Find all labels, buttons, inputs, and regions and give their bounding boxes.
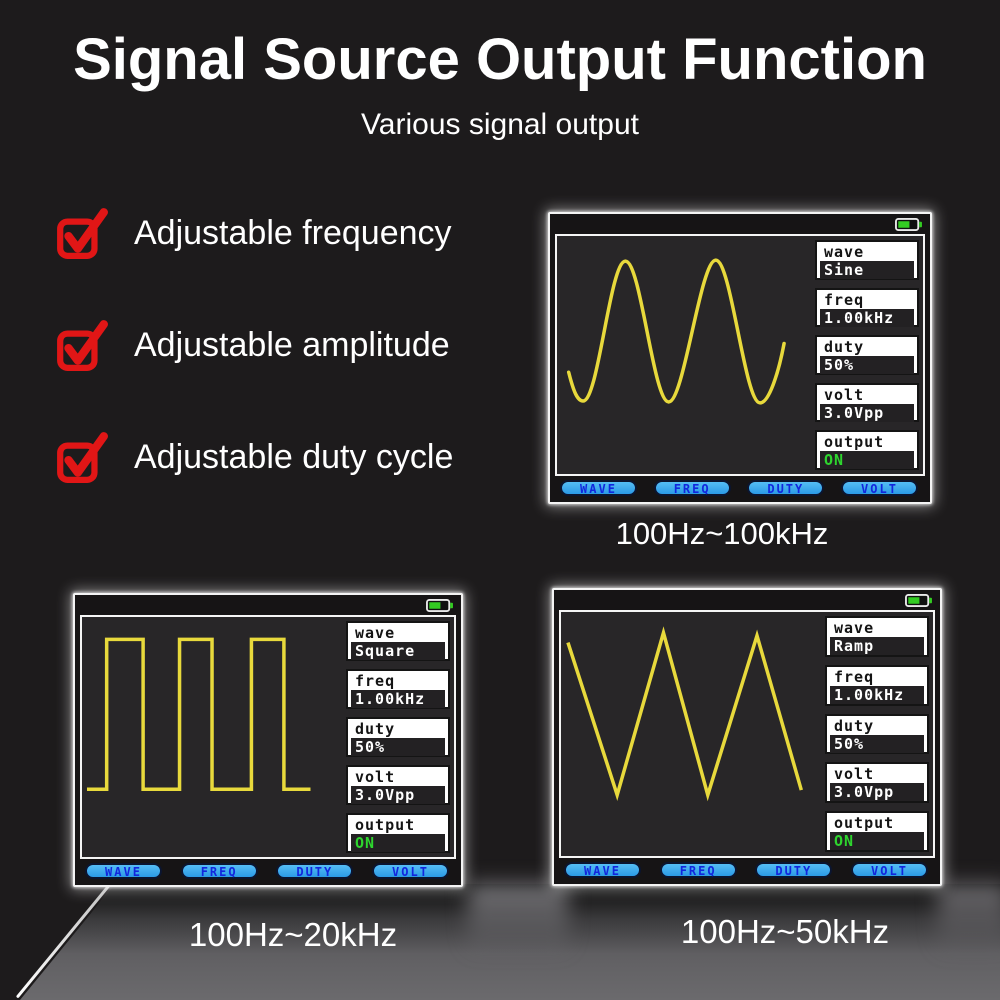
panel-label: freq xyxy=(834,667,875,686)
panel-label: volt xyxy=(355,768,396,786)
panel-value: 3.0Vpp xyxy=(830,783,924,802)
panel-label: duty xyxy=(824,338,865,357)
volt-button[interactable]: VOLT xyxy=(840,480,918,496)
volt-panel: volt 3.0Vpp xyxy=(825,762,929,804)
panel-value: 1.00kHz xyxy=(820,308,914,327)
feature-adjustable-amplitude: Adjustable amplitude xyxy=(56,318,450,372)
output-panel: output ON xyxy=(825,811,929,852)
panel-value: 50% xyxy=(830,734,924,753)
freq-panel: freq 1.00kHz xyxy=(346,669,450,709)
frequency-range-caption: 100Hz~50kHz xyxy=(680,913,890,950)
feature-adjustable-frequency: Adjustable frequency xyxy=(56,206,452,260)
output-status: ON xyxy=(351,834,445,852)
soft-button-row: WAVE FREQ DUTY VOLT xyxy=(564,862,928,880)
panel-value: 3.0Vpp xyxy=(820,403,914,422)
volt-button[interactable]: VOLT xyxy=(850,862,928,878)
duty-panel: duty 50% xyxy=(825,713,929,755)
oscilloscope-display: wave Ramp freq 1.00kHz duty 50% volt 3.0… xyxy=(559,610,935,858)
wave-button[interactable]: WAVE xyxy=(564,862,641,878)
page-title: Signal Source Output Function xyxy=(73,27,927,92)
freq-button[interactable]: FREQ xyxy=(659,862,737,878)
red-checkbox-icon xyxy=(57,432,108,483)
battery-icon xyxy=(905,594,932,607)
floor-highlight-middle xyxy=(468,884,568,954)
frequency-range-caption: 100Hz~20kHz xyxy=(188,916,398,953)
page-subtitle: Various signal output xyxy=(361,108,639,141)
signal-generator-screen-square: wave Square freq 1.00kHz duty 50% volt 3… xyxy=(73,593,463,887)
freq-button[interactable]: FREQ xyxy=(180,863,258,879)
battery-icon xyxy=(426,599,453,612)
sine-wave xyxy=(561,240,811,470)
settings-panel-column: wave Square freq 1.00kHz duty 50% volt 3… xyxy=(346,621,450,853)
volt-panel: volt 3.0Vpp xyxy=(815,382,919,423)
duty-button[interactable]: DUTY xyxy=(276,863,354,879)
red-checkbox-icon xyxy=(57,320,108,371)
duty-button[interactable]: DUTY xyxy=(755,862,833,878)
soft-button-row: WAVE FREQ DUTY VOLT xyxy=(85,863,449,881)
ramp-wave xyxy=(565,616,821,852)
panel-label: wave xyxy=(824,243,865,261)
panel-label: volt xyxy=(834,765,875,784)
settings-panel-column: wave Ramp freq 1.00kHz duty 50% volt 3.0… xyxy=(825,616,929,852)
oscilloscope-display: wave Square freq 1.00kHz duty 50% volt 3… xyxy=(80,615,456,859)
freq-panel: freq 1.00kHz xyxy=(825,664,929,706)
signal-generator-screen-ramp: wave Ramp freq 1.00kHz duty 50% volt 3.0… xyxy=(552,588,942,886)
floor-highlight-right xyxy=(938,884,1000,954)
feature-label: Adjustable amplitude xyxy=(134,325,450,364)
oscilloscope-display: wave Sine freq 1.00kHz duty 50% volt 3.0… xyxy=(555,234,925,476)
wave-panel: wave Sine xyxy=(815,240,919,280)
volt-panel: volt 3.0Vpp xyxy=(346,765,450,805)
square-wave xyxy=(86,621,342,853)
volt-button[interactable]: VOLT xyxy=(371,863,449,879)
feature-label: Adjustable frequency xyxy=(134,213,452,252)
duty-panel: duty 50% xyxy=(815,335,919,375)
panel-label: wave xyxy=(355,624,396,642)
panel-value: 50% xyxy=(351,738,445,756)
freq-button[interactable]: FREQ xyxy=(653,480,731,496)
duty-panel: duty 50% xyxy=(346,717,450,757)
feature-adjustable-duty-cycle: Adjustable duty cycle xyxy=(56,430,453,484)
frequency-range-caption: 100Hz~100kHz xyxy=(615,516,829,551)
panel-label: output xyxy=(834,814,895,833)
wave-panel: wave Ramp xyxy=(825,616,929,657)
panel-label: output xyxy=(355,816,416,834)
panel-label: volt xyxy=(824,385,865,404)
panel-label: freq xyxy=(355,672,396,690)
output-panel: output ON xyxy=(346,813,450,853)
battery-icon xyxy=(895,218,922,231)
output-status: ON xyxy=(820,451,914,470)
panel-value: 1.00kHz xyxy=(351,690,445,708)
signal-generator-screen-sine: wave Sine freq 1.00kHz duty 50% volt 3.0… xyxy=(548,212,932,504)
output-status: ON xyxy=(830,832,924,851)
wave-button[interactable]: WAVE xyxy=(85,863,162,879)
wave-button[interactable]: WAVE xyxy=(560,480,637,496)
wave-panel: wave Square xyxy=(346,621,450,661)
settings-panel-column: wave Sine freq 1.00kHz duty 50% volt 3.0… xyxy=(815,240,919,470)
feature-label: Adjustable duty cycle xyxy=(134,437,454,476)
panel-value: Square xyxy=(351,642,445,660)
panel-value: Ramp xyxy=(830,637,924,655)
soft-button-row: WAVE FREQ DUTY VOLT xyxy=(560,480,918,498)
panel-value: 3.0Vpp xyxy=(351,786,445,804)
freq-panel: freq 1.00kHz xyxy=(815,287,919,328)
panel-label: wave xyxy=(834,619,875,637)
panel-label: output xyxy=(824,433,885,452)
output-panel: output ON xyxy=(815,430,919,470)
panel-value: Sine xyxy=(820,261,914,279)
panel-value: 1.00kHz xyxy=(830,685,924,704)
panel-value: 50% xyxy=(820,356,914,375)
panel-label: duty xyxy=(834,716,875,735)
duty-button[interactable]: DUTY xyxy=(747,480,825,496)
red-checkbox-icon xyxy=(57,208,108,259)
panel-label: duty xyxy=(355,720,396,738)
panel-label: freq xyxy=(824,290,865,309)
